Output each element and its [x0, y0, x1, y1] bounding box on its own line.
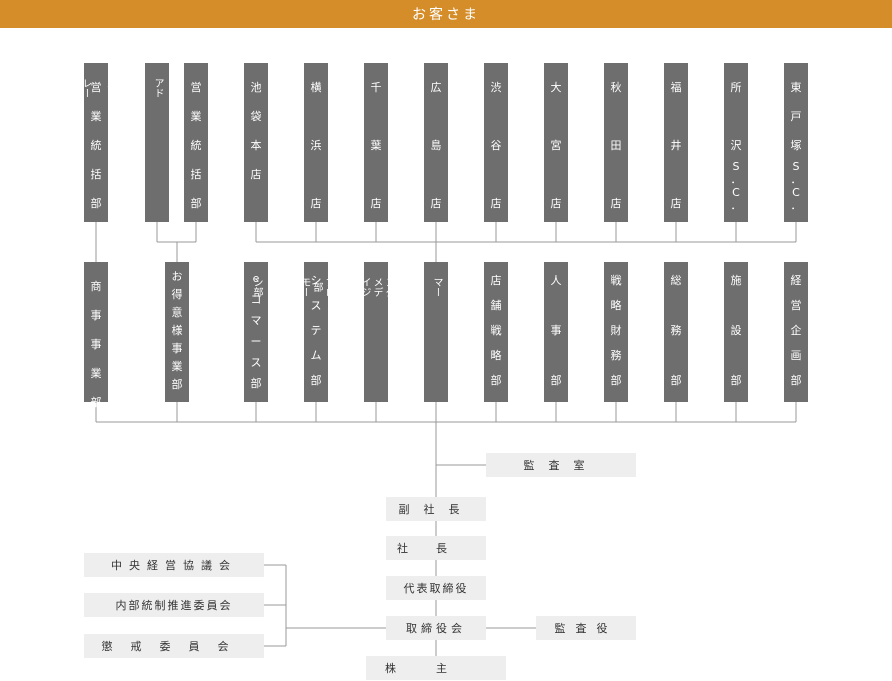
- dept-human-resources: 人事部: [544, 262, 568, 402]
- dept-store-strategy: 店舗戦略部: [484, 262, 508, 402]
- unit-ikebukuro-main-store: 池袋本店: [244, 63, 268, 222]
- box-central-council: 中央経営協議会: [84, 553, 264, 577]
- header-title: お客さま: [412, 7, 480, 23]
- unit-fukui-store: 福井店: [664, 63, 688, 222]
- unit-tokorozawa-sc: 所沢 S．C．: [724, 63, 748, 222]
- unit-akita-store: 秋田店: [604, 63, 628, 222]
- box-shareholders: 株主: [366, 656, 506, 680]
- dept-systems: システム部: [304, 262, 328, 402]
- box-representative-director: 代表取締役: [386, 576, 486, 600]
- box-audit-office: 監査室: [486, 453, 636, 477]
- dept-corporate-planning: 経営企画部: [784, 262, 808, 402]
- unit-administration: アドミニストレーション部: [32, 63, 169, 222]
- unit-sales-management-2: 営業統括部: [184, 63, 208, 222]
- dept-facilities: 施設部: [724, 262, 748, 402]
- box-disciplinary-committee: 懲戒委員会: [84, 634, 264, 658]
- unit-hiroshima-store: 広島店: [424, 63, 448, 222]
- box-board-of-directors: 取締役会: [386, 616, 486, 640]
- box-auditor: 監査役: [536, 616, 636, 640]
- box-president: 社長: [386, 536, 486, 560]
- header-customers: お客さま: [0, 0, 892, 28]
- dept-general-affairs: 総務部: [664, 262, 688, 402]
- dept-merchandising: マーチャンダイジング部: [311, 262, 448, 402]
- box-internal-control-committee: 内部統制推進委員会: [84, 593, 264, 617]
- dept-media-promotion: メディアプロモーション部: [251, 262, 388, 402]
- dept-key-customer-business: お得意様事業部: [165, 262, 189, 402]
- dept-trading-business: 商事事業部: [84, 262, 108, 409]
- unit-sales-management-1: 営業統括部: [84, 63, 108, 222]
- unit-shibuya-store: 渋谷店: [484, 63, 508, 222]
- dept-strategic-finance: 戦略財務部: [604, 262, 628, 402]
- unit-higashitotsuka-sc: 東戸塚 S．C．: [784, 63, 808, 222]
- unit-omiya-store: 大宮店: [544, 63, 568, 222]
- unit-yokohama-store: 横浜店: [304, 63, 328, 222]
- unit-chiba-store: 千葉店: [364, 63, 388, 222]
- box-vice-president: 副社長: [386, 497, 486, 521]
